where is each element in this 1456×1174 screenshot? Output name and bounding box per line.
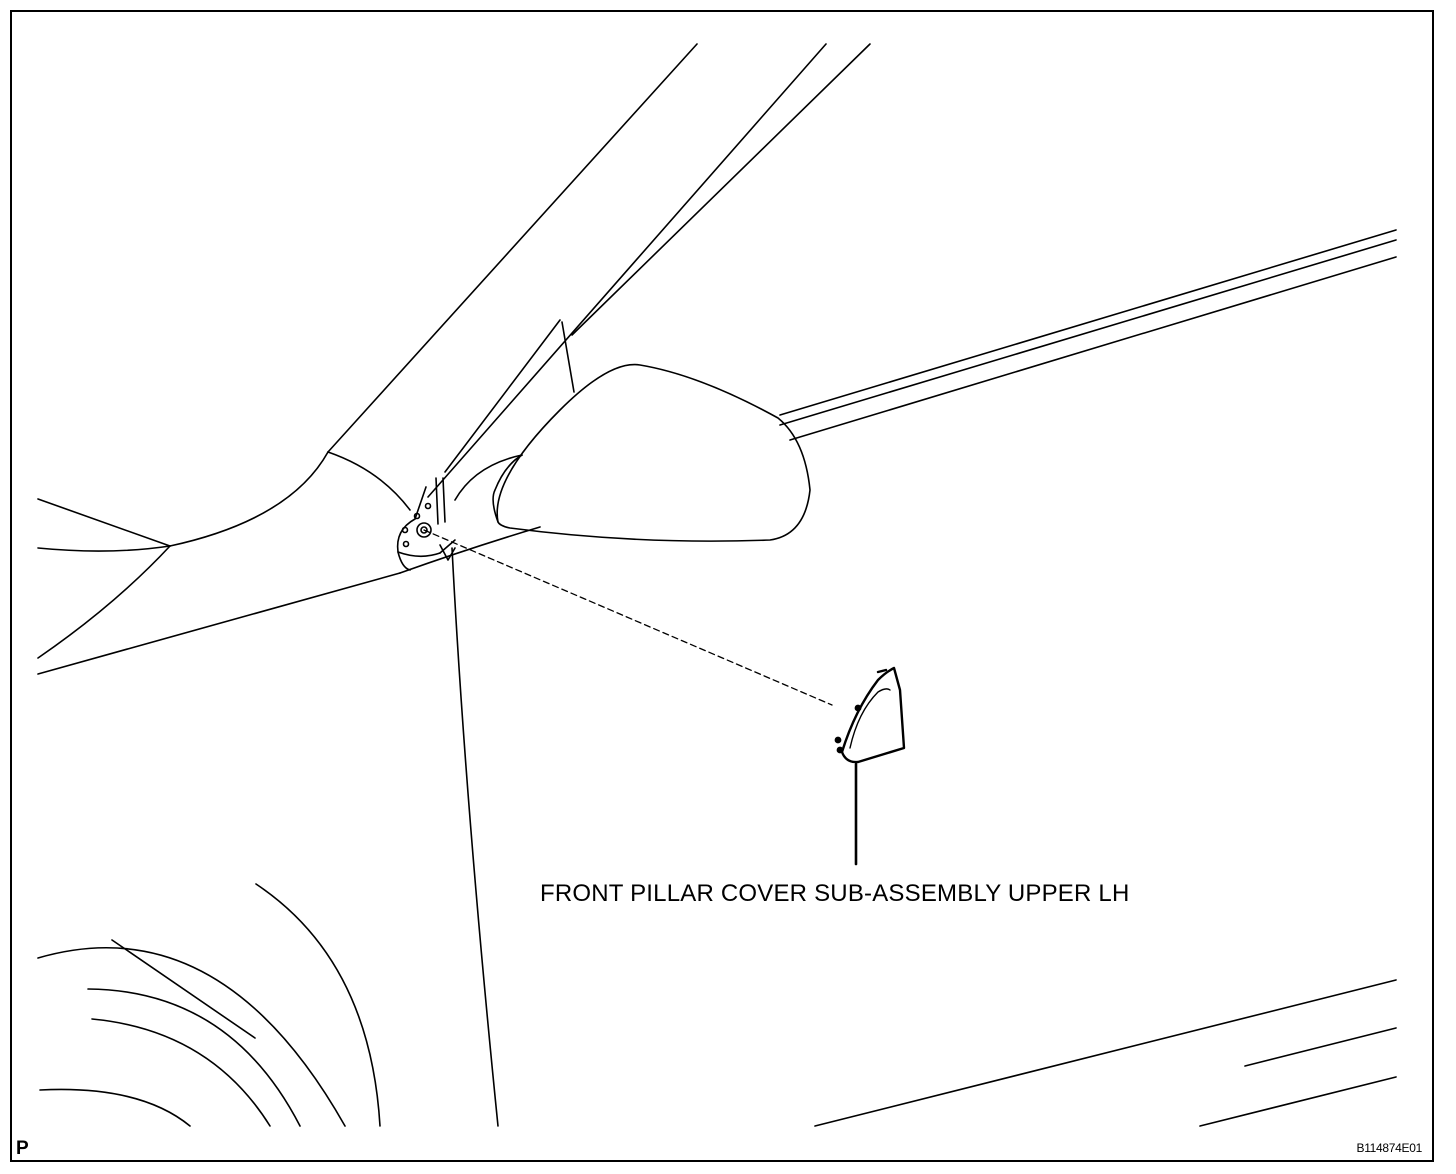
figure-id: B114874E01 — [1356, 1141, 1422, 1155]
lower-body-lines — [814, 979, 1397, 1127]
pillar-cover-part — [834, 666, 906, 764]
a-pillar-lines — [327, 43, 871, 498]
door-front-edge — [451, 547, 499, 1127]
corner-mark: P — [16, 1138, 29, 1159]
belt-moulding-lines — [779, 229, 1397, 441]
dashed-leader-line — [423, 529, 833, 706]
side-mirror — [454, 363, 811, 542]
hood-lines — [37, 451, 541, 675]
mirror-base — [396, 477, 456, 571]
wheel-arch-lines — [37, 883, 381, 1127]
part-callout-label: FRONT PILLAR COVER SUB-ASSEMBLY UPPER LH — [540, 880, 1130, 907]
diagram-frame — [10, 10, 1434, 1162]
